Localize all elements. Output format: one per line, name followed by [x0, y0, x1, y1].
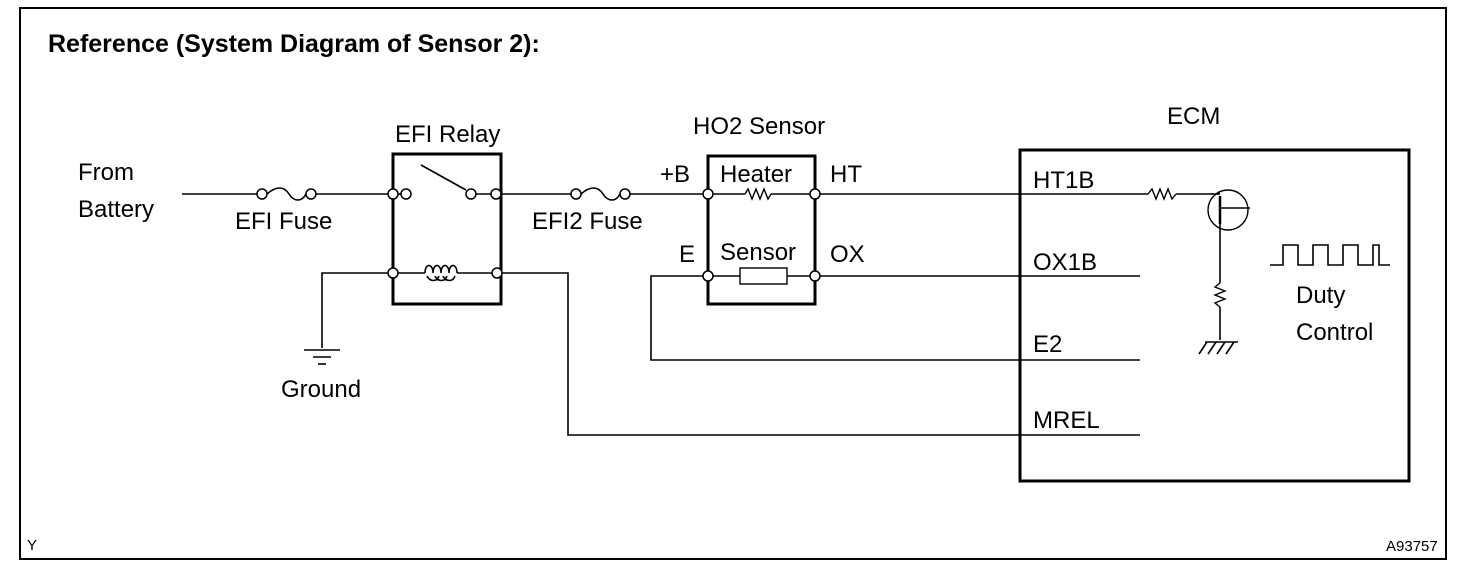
mrel-label: MREL — [1033, 407, 1100, 434]
efi-fuse-label: EFI Fuse — [235, 208, 332, 235]
figure-code: A93757 — [1386, 538, 1438, 555]
e2-wire — [650, 275, 1140, 361]
relay-coil-icon — [387, 264, 503, 282]
ground-label: Ground — [281, 376, 361, 403]
plus-b-label: +B — [660, 161, 690, 188]
emitter-resistor-icon — [1213, 282, 1227, 340]
ground-icon — [304, 349, 340, 365]
diagram-frame — [19, 7, 1447, 560]
ht-label: HT — [830, 161, 862, 188]
ecm-resistor-icon — [1147, 187, 1210, 201]
from-label: From — [78, 159, 134, 186]
ecm-box — [1018, 148, 1411, 483]
ox-label: OX — [830, 241, 865, 268]
efi-relay-label: EFI Relay — [395, 121, 500, 148]
mrel-wire — [502, 272, 1140, 436]
control-label: Control — [1296, 319, 1373, 346]
corner-left-mark: Y — [27, 537, 37, 554]
chassis-ground-icon — [1198, 341, 1238, 355]
heater-label: Heater — [720, 161, 792, 188]
e-label: E — [679, 241, 695, 268]
efi-fuse-icon — [256, 187, 317, 201]
ho2-sensor-box — [706, 154, 817, 306]
square-wave-icon — [1270, 244, 1390, 266]
ecm-label: ECM — [1167, 103, 1220, 130]
efi-relay-box — [391, 152, 503, 306]
diagram-title: Reference (System Diagram of Sensor 2): — [48, 30, 540, 58]
sensor-label: Sensor — [720, 239, 796, 266]
efi2-fuse-icon — [570, 187, 631, 201]
relay-switch-icon — [387, 164, 502, 200]
ox1b-label: OX1B — [1033, 249, 1097, 276]
sensor-element-icon — [702, 267, 821, 285]
battery-label: Battery — [78, 196, 154, 223]
ground-wire — [321, 272, 388, 348]
heater-resistor-icon — [702, 187, 821, 201]
e2-label: E2 — [1033, 331, 1062, 358]
ht1b-label: HT1B — [1033, 167, 1094, 194]
efi2-fuse-label: EFI2 Fuse — [532, 208, 643, 235]
ho2-sensor-label: HO2 Sensor — [693, 113, 825, 140]
duty-label: Duty — [1296, 282, 1345, 309]
transistor-icon — [1207, 189, 1250, 232]
